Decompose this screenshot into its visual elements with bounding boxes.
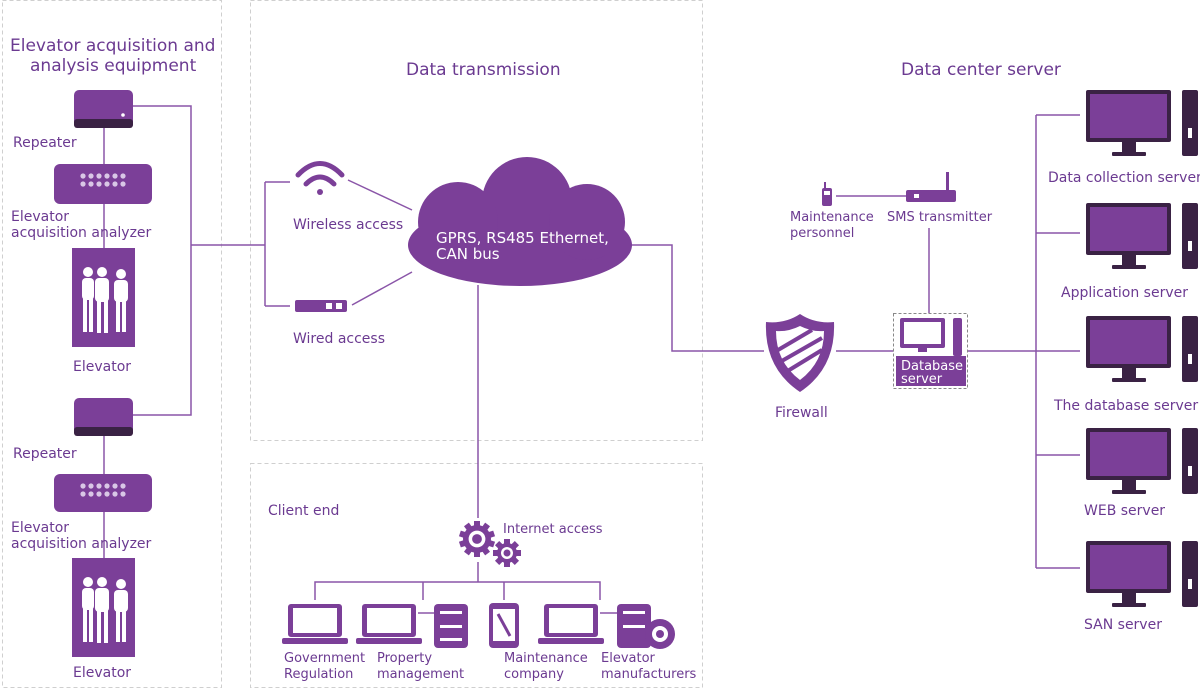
panel-transmission [250, 0, 703, 441]
client-item-label: management [377, 667, 465, 682]
analyzer-label-line2: acquisition analyzer [11, 536, 152, 552]
repeater-icon [74, 398, 133, 436]
datacenter-title: Data center server [901, 60, 1061, 80]
client-item-label: Elevator [601, 651, 655, 666]
wire-repeater1 [133, 105, 192, 416]
monitor-icon [1086, 203, 1198, 269]
monitor-icon [1086, 90, 1198, 156]
client-title: Client end [268, 503, 340, 519]
phone-icon [822, 182, 832, 206]
cloud-label-line2: CAN bus [436, 245, 500, 263]
laptop-icon [356, 604, 422, 644]
repeater-icon [74, 90, 133, 128]
analyzer-icon [54, 164, 152, 204]
server-tower-icon [617, 604, 675, 649]
server-label: Application server [1061, 285, 1188, 301]
client-item-label: Regulation [284, 667, 354, 682]
elevator-icon [72, 248, 135, 347]
wireless-access-label: Wireless access [293, 217, 404, 233]
acquisition-title-line1: Elevator acquisition and [10, 36, 216, 56]
analyzer-label-line2: acquisition analyzer [11, 225, 152, 241]
server-tower-icon [434, 604, 468, 648]
repeater-label: Repeater [13, 446, 77, 462]
client-item-label: company [504, 667, 564, 682]
wifi-icon [295, 161, 345, 195]
firewall-shield-icon [765, 314, 835, 392]
elevator-icon [72, 558, 135, 657]
panel-acquisition [2, 0, 222, 688]
analyzer-icon [54, 474, 152, 512]
router-icon [295, 300, 347, 312]
database-server-box [893, 313, 968, 389]
firewall-label: Firewall [775, 405, 828, 421]
repeater-label: Repeater [13, 135, 77, 151]
db-box-label-line2: server [901, 372, 943, 387]
cloud-icon [408, 157, 632, 286]
monitor-icon [1086, 428, 1198, 494]
client-item-label: Maintenance [504, 651, 588, 666]
client-item-label: Property [377, 651, 433, 666]
elevator-label: Elevator [73, 665, 132, 681]
analyzer-label-line1: Elevator [11, 520, 70, 536]
server-label: SAN server [1084, 617, 1162, 633]
server-label: The database server [1054, 398, 1199, 414]
sms-label: SMS transmitter [887, 210, 993, 225]
monitor-icon [1086, 316, 1198, 382]
laptop-icon [282, 604, 348, 644]
acquisition-title-line2: analysis equipment [30, 56, 197, 76]
elevator-label: Elevator [73, 359, 132, 375]
analyzer-label-line1: Elevator [11, 209, 70, 225]
client-item-label: manufacturers [601, 667, 697, 682]
server-label: Data collection server [1048, 170, 1200, 186]
router-icon [906, 172, 956, 202]
gear-icon [458, 521, 521, 567]
internet-access-label: Internet access [503, 522, 603, 537]
wired-access-label: Wired access [293, 331, 385, 347]
laptop-icon [538, 604, 604, 644]
tablet-wrench-icon [489, 603, 519, 648]
monitor-icon [1086, 541, 1198, 607]
db-box-label-line1: Database [901, 359, 964, 374]
cloud-label-line1: GPRS, RS485 Ethernet, [436, 229, 609, 247]
maintenance-label-line1: Maintenance [790, 210, 874, 225]
client-item-label: Government [284, 651, 366, 666]
server-label: WEB server [1084, 503, 1166, 519]
transmission-title: Data transmission [406, 60, 561, 80]
maintenance-label-line2: personnel [790, 226, 855, 241]
panel-client [250, 463, 703, 688]
